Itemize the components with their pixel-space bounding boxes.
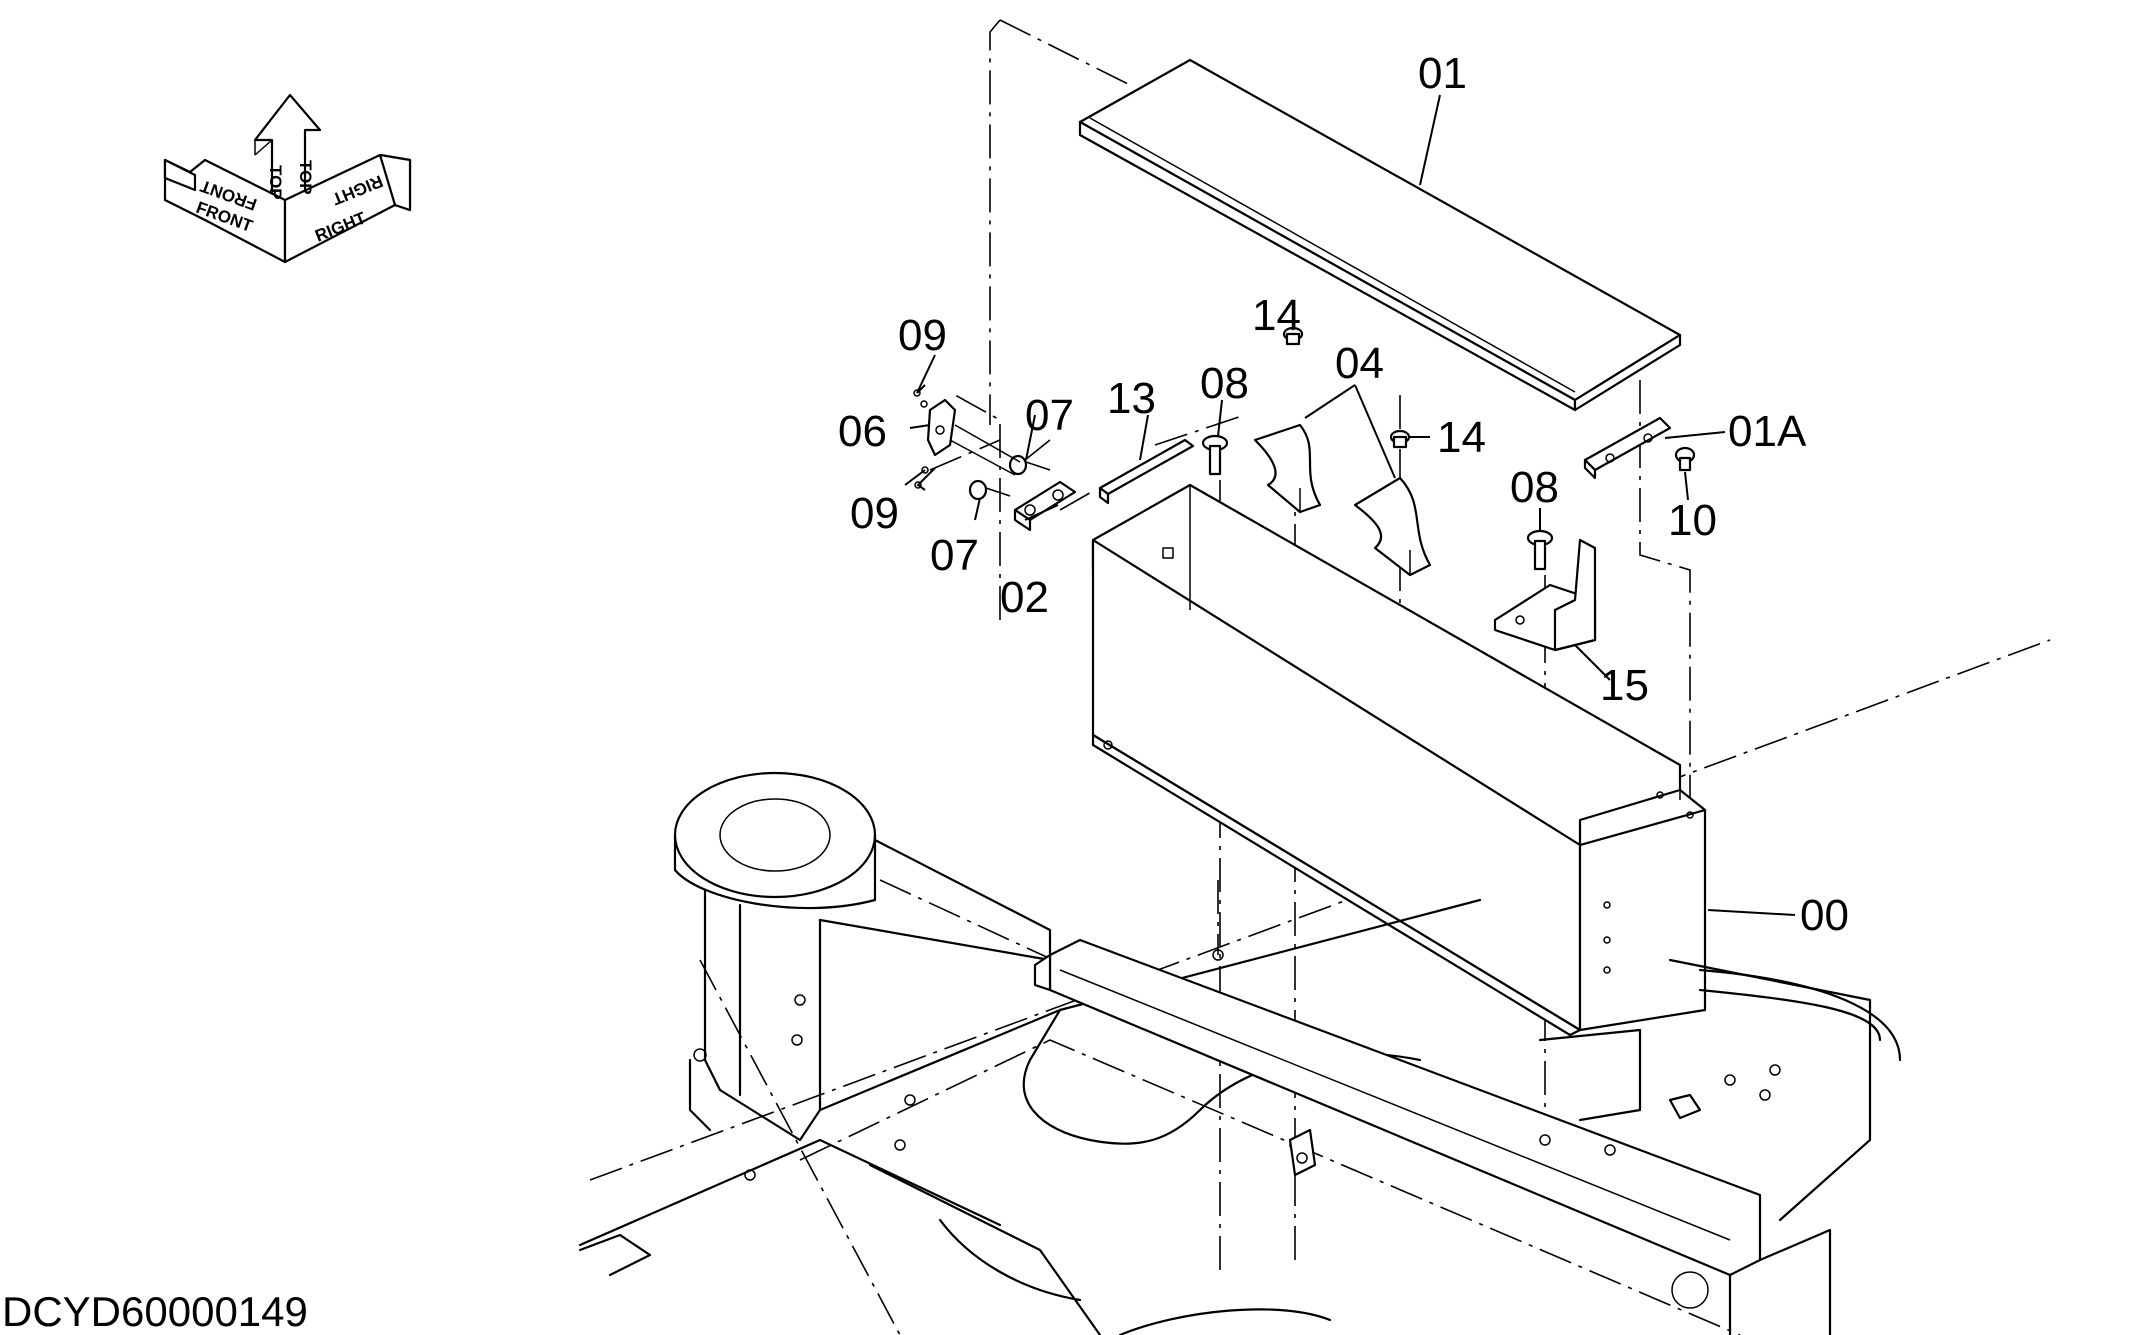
plate-02 [1013, 480, 1077, 532]
callout-07-lower: 07 [930, 531, 979, 580]
battery-box [1091, 483, 1707, 1037]
bolt-10 [1674, 446, 1696, 472]
callout-09-upper: 09 [898, 311, 947, 360]
callout-02: 02 [1000, 573, 1049, 622]
cover-lid [1078, 58, 1682, 412]
callout-10: 10 [1668, 496, 1717, 545]
callout-labels: 01 01A 10 14 04 14 08 08 13 07 07 02 09 … [838, 49, 1849, 940]
screw-09-set [913, 389, 1021, 489]
orientation-top-label: TOP [266, 165, 285, 200]
clamp-04-a [1253, 423, 1322, 514]
clamp-04-b [1353, 476, 1432, 577]
bolt-08-b [1526, 529, 1554, 571]
callout-09-lower: 09 [850, 489, 899, 538]
callout-08-left: 08 [1200, 359, 1249, 408]
callout-14-top: 14 [1252, 291, 1301, 340]
screw-07-b [968, 479, 1011, 501]
bracket-15 [1493, 538, 1597, 652]
latch-06 [926, 398, 957, 457]
callout-13: 13 [1107, 374, 1156, 423]
callout-01a: 01A [1728, 407, 1807, 456]
callout-08-right: 08 [1510, 463, 1559, 512]
callout-04: 04 [1335, 339, 1384, 388]
leader-lines [904, 94, 1796, 916]
callout-15: 15 [1600, 661, 1649, 710]
orientation-indicator: TOP TOP FRONT FRONT RIGHT RIGHT [163, 93, 412, 264]
hinge-01a [1583, 416, 1672, 480]
screw-07-a [1008, 454, 1051, 476]
callout-00: 00 [1800, 891, 1849, 940]
bolt-08-a [1201, 434, 1229, 476]
nut-14-b [1389, 429, 1411, 449]
callout-01: 01 [1418, 49, 1467, 98]
orientation-top-label-2: TOP [296, 160, 315, 195]
callout-07-upper: 07 [1025, 391, 1074, 440]
callout-06: 06 [838, 407, 887, 456]
callout-14-right: 14 [1437, 413, 1486, 462]
drawing-id: DCYD60000149 [2, 1288, 308, 1335]
strip-13 [1098, 438, 1195, 505]
machine-frame [578, 771, 1902, 1335]
